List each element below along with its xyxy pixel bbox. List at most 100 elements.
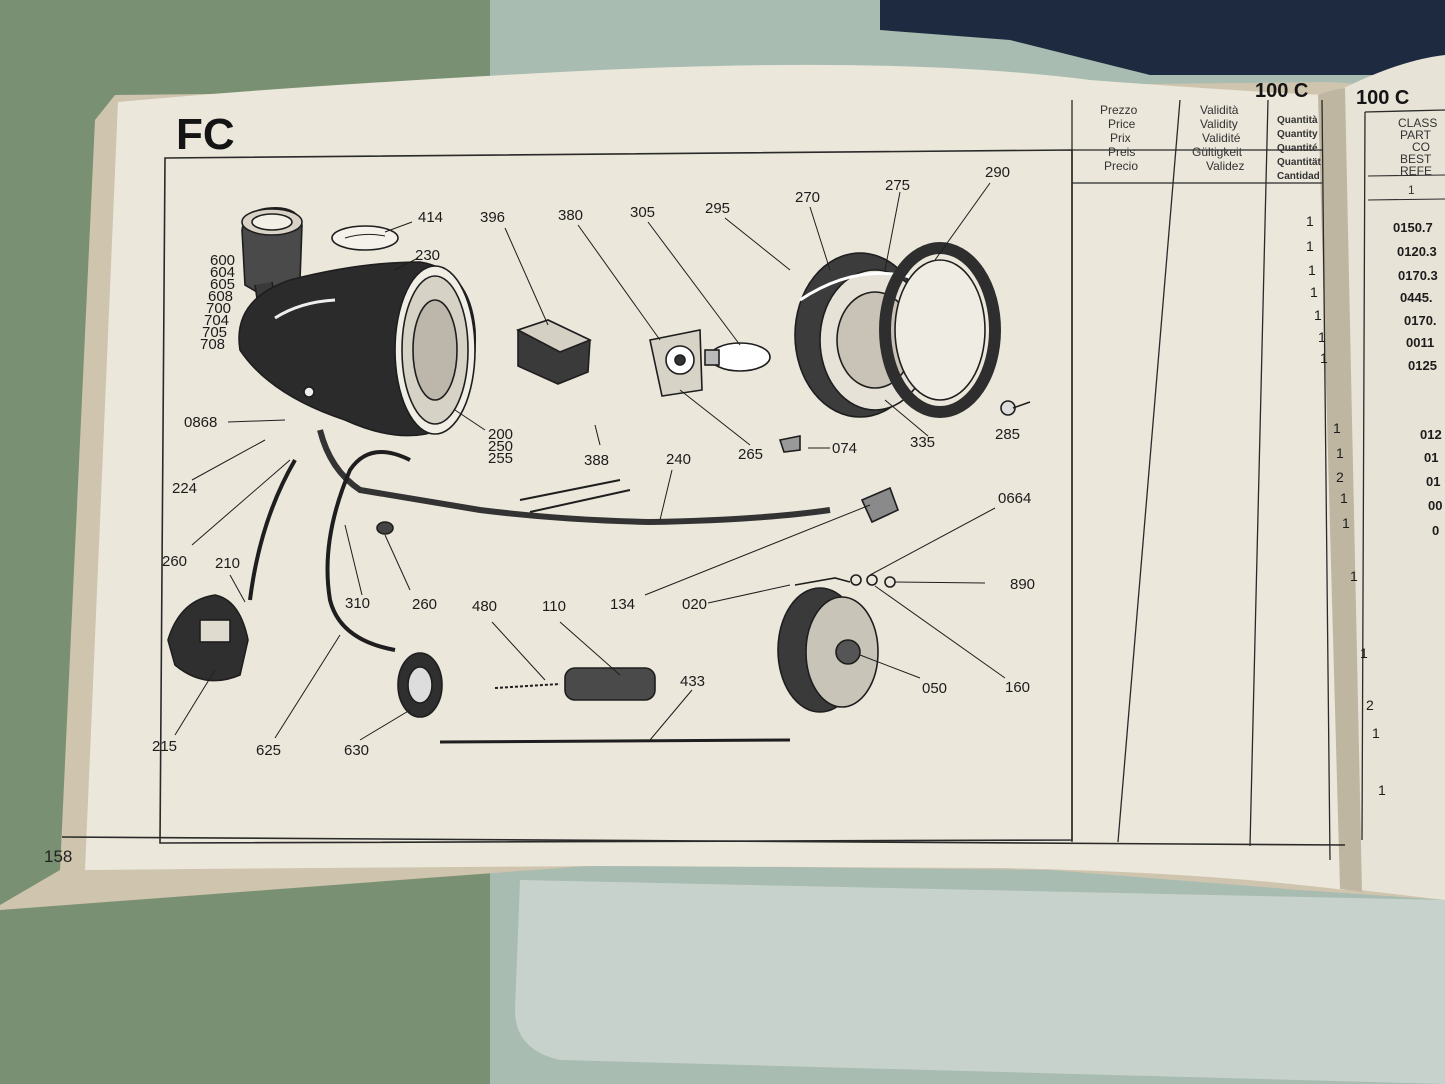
ground-cable [439, 738, 791, 744]
switch-part [167, 594, 249, 682]
price-column-rule [1117, 99, 1181, 843]
label-074: 074 [832, 440, 857, 457]
part-ref-4: 0445. [1400, 290, 1433, 305]
quantity-column: 1 1 1 1 1 1 1 1 1 2 1 1 1 1 2 1 1 [1306, 213, 1386, 798]
label-050: 050 [922, 680, 947, 697]
label-305: 305 [630, 204, 655, 221]
label-200: 200 [488, 426, 513, 443]
gutter-shadow [1318, 88, 1362, 892]
label-388: 388 [584, 452, 609, 469]
label-0868: 0868 [184, 414, 217, 431]
quantity-header-de: Quantität [1277, 157, 1322, 168]
screw-part [1000, 400, 1031, 416]
part-ref-1: 0150.7 [1393, 220, 1433, 235]
class-header-3: CO [1412, 140, 1430, 154]
label-380: 380 [558, 207, 583, 224]
validity-header-it: Validità [1200, 103, 1239, 117]
quantity-header-fr: Quantité [1277, 143, 1318, 154]
label-160: 160 [1005, 679, 1030, 696]
class-header: CLASS PART CO BEST REFE 1 [1398, 116, 1437, 197]
diagram-labels: 600 604 605 608 700 704 705 708 414 230 … [152, 164, 1035, 759]
qty-16: 1 [1372, 725, 1380, 741]
part-ref-5: 0170. [1404, 313, 1437, 328]
class-header-4: BEST [1400, 152, 1432, 166]
label-250: 250 [488, 438, 513, 455]
quantity-column-rule [1321, 99, 1331, 861]
emblem-disc-part [331, 225, 399, 251]
label-134: 134 [610, 596, 635, 613]
label-224: 224 [172, 480, 197, 497]
validity-column-rule [1249, 99, 1269, 847]
headlamp-housing-part [238, 261, 477, 437]
label-260-b: 260 [412, 596, 437, 613]
class-header-1: CLASS [1398, 116, 1437, 130]
price-header-en: Price [1108, 117, 1136, 131]
qty-9: 1 [1336, 445, 1344, 461]
headlamp-rim-part [879, 242, 1001, 418]
qty-6: 1 [1318, 329, 1326, 345]
label-708: 708 [200, 336, 225, 353]
part-ref-11: 00 [1428, 498, 1442, 513]
label-230: 230 [415, 247, 440, 264]
label-020: 020 [682, 596, 707, 613]
label-700: 700 [206, 300, 231, 317]
right-table-top-line [1364, 109, 1445, 113]
quantity-header-it: Quantità [1277, 115, 1318, 126]
part-ref-6: 0011 [1406, 335, 1434, 350]
part-ref-8: 012 [1420, 427, 1442, 442]
part-ref-2: 0120.3 [1397, 244, 1437, 259]
part-ref-12: 0 [1432, 523, 1439, 538]
qty-12: 1 [1342, 515, 1350, 531]
section-code: FC [176, 110, 235, 159]
class-header-2: PART [1400, 128, 1432, 142]
horn-part [777, 577, 879, 713]
qty-14: 1 [1360, 645, 1368, 661]
label-335: 335 [910, 434, 935, 451]
clip-part [778, 435, 801, 453]
label-285: 285 [995, 426, 1020, 443]
qty-15: 2 [1366, 697, 1374, 713]
price-header: Prezzo Price Prix Preis Precio [1100, 103, 1138, 173]
regulator-part [515, 319, 592, 385]
part-ref-7: 0125 [1408, 358, 1437, 373]
validity-header-fr: Validité [1202, 131, 1241, 145]
label-215: 215 [152, 738, 177, 755]
label-396: 396 [480, 209, 505, 226]
right-page [1340, 55, 1445, 900]
stop-switch-part [494, 667, 656, 701]
price-header-it: Prezzo [1100, 103, 1138, 117]
qty-3: 1 [1308, 262, 1316, 278]
qty-4: 1 [1310, 284, 1318, 300]
price-header-es: Precio [1104, 159, 1138, 173]
validity-header-en: Validity [1200, 117, 1238, 131]
label-290: 290 [985, 164, 1010, 181]
validity-header-de: Gültigkeit [1192, 145, 1243, 159]
speedo-drive-part [397, 652, 443, 718]
speedo-cable [248, 450, 411, 652]
qty-5: 1 [1314, 307, 1322, 323]
label-240: 240 [666, 451, 691, 468]
quantity-header-es: Cantidad [1277, 171, 1320, 182]
quantity-header-en: Quantity [1277, 129, 1318, 140]
label-260-a: 260 [162, 553, 187, 570]
left-page [85, 64, 1345, 890]
nut-part [376, 521, 394, 535]
washer-part-a [850, 574, 862, 586]
part-reference-column: 0150.7 0120.3 0170.3 0445. 0170. 0011 01… [1393, 220, 1442, 538]
model-label-left: 100 C [1255, 80, 1308, 102]
right-table-left-rule [1361, 111, 1366, 841]
label-0664: 0664 [998, 490, 1031, 507]
price-header-de: Preis [1108, 145, 1135, 159]
model-label-right: 100 C [1356, 87, 1409, 109]
secondary-cable [519, 479, 631, 513]
qty-10: 2 [1336, 469, 1344, 485]
qty-13: 1 [1350, 568, 1358, 584]
right-table-header-line [1367, 198, 1445, 201]
label-600: 600 [210, 252, 235, 269]
label-704: 704 [204, 312, 229, 329]
label-480: 480 [472, 598, 497, 615]
label-414: 414 [418, 209, 443, 226]
washer-part-b [866, 574, 878, 586]
qty-2: 1 [1306, 238, 1314, 254]
